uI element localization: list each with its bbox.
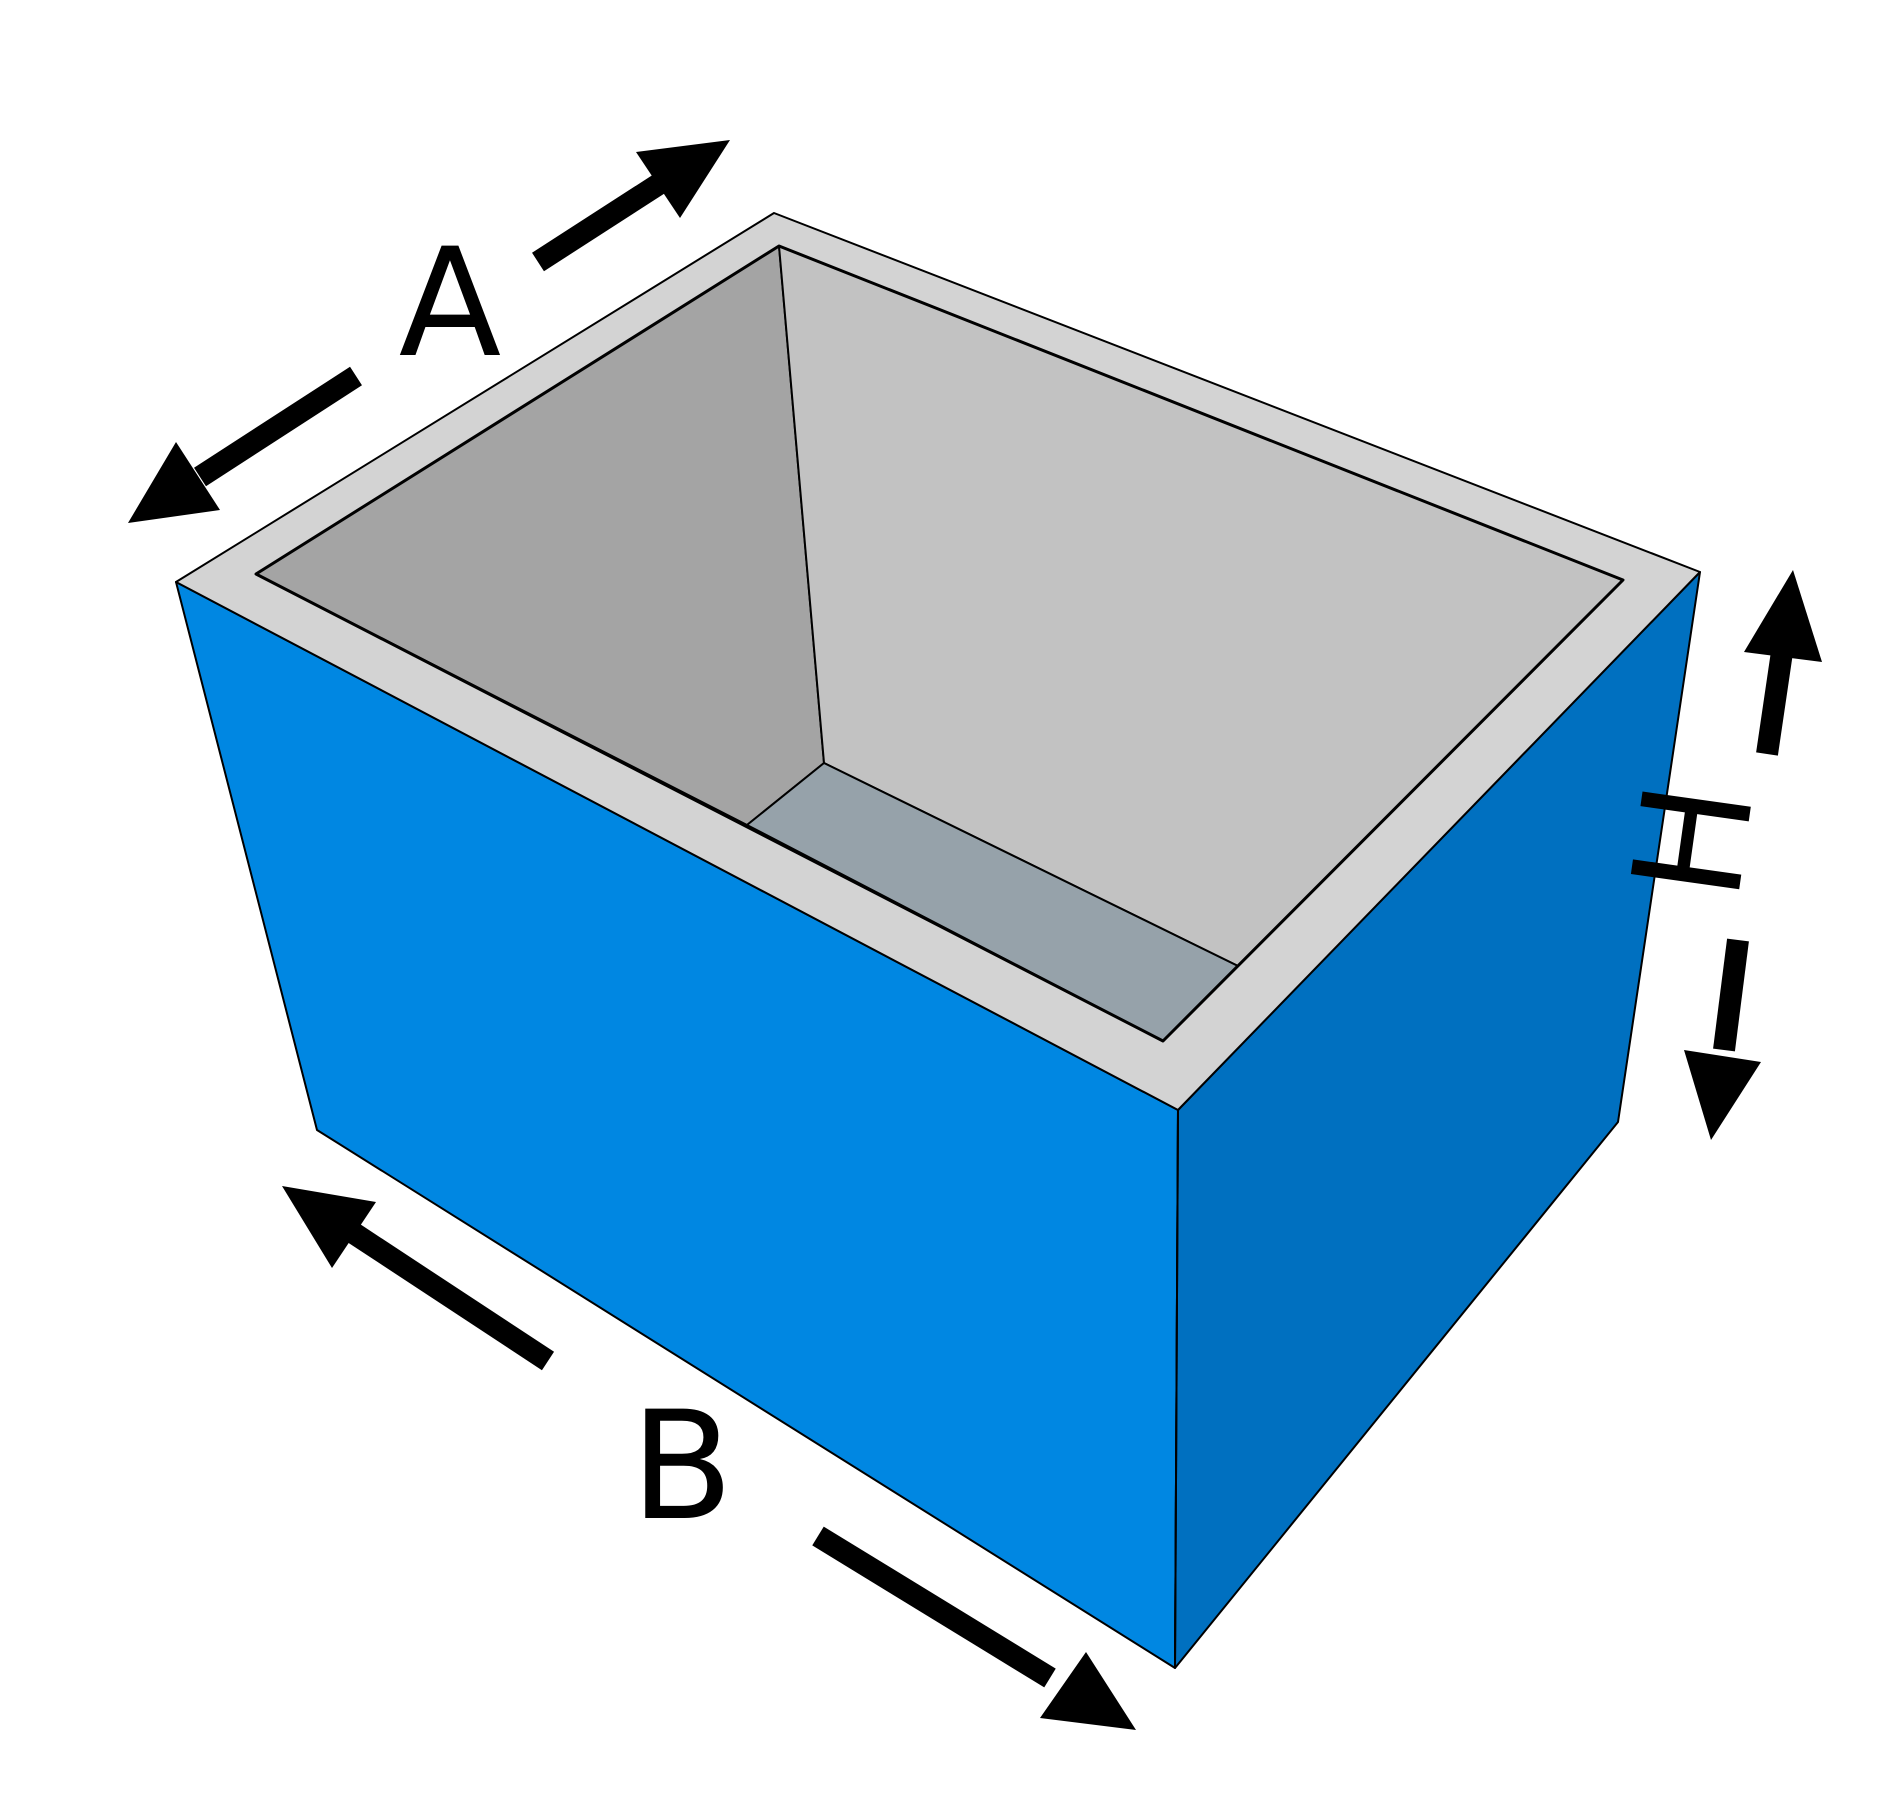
dimension-b-arrow-right [812, 1526, 1136, 1730]
dimension-b-arrow-left [282, 1186, 555, 1371]
dimension-a-arrow-back [532, 140, 730, 272]
dimension-h-arrow-down [1684, 938, 1761, 1140]
box-front-edge [1174, 1109, 1179, 1669]
dimension-a-arrow-front [128, 366, 362, 523]
dimension-label-h: H [1600, 773, 1788, 909]
box-opening-outline [254, 244, 1625, 1043]
dimension-label-a: A [399, 217, 502, 391]
dimension-h-arrow-up [1744, 570, 1822, 756]
dimension-label-b: B [631, 1380, 734, 1554]
